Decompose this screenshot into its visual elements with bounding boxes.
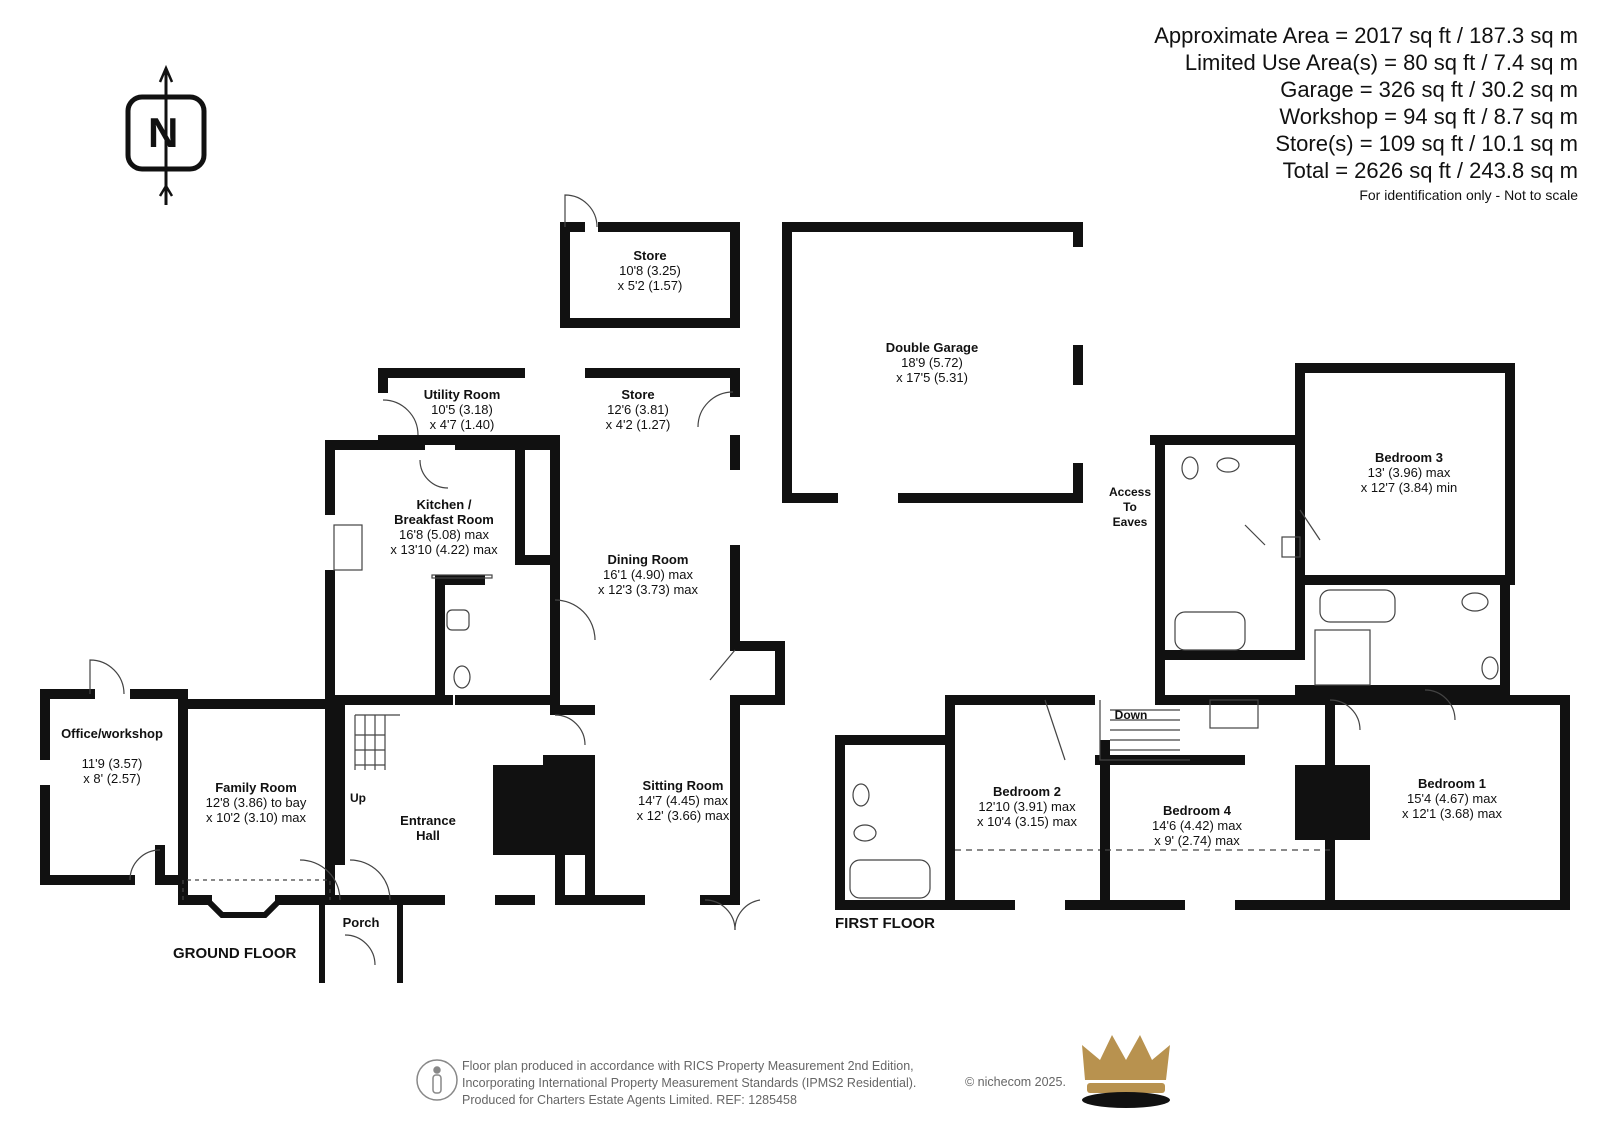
- room-name: Kitchen /: [416, 497, 472, 512]
- total-area: Total = 2626 sq ft / 243.8 sq m: [1282, 158, 1578, 183]
- first-north: [945, 695, 1570, 910]
- room-name: Double Garage: [885, 340, 979, 355]
- store-area: Store(s) = 109 sq ft / 10.1 sq m: [1275, 131, 1578, 156]
- room-dim: x 12' (3.66) max: [636, 808, 730, 823]
- room-dim: 18'9 (5.72): [901, 355, 963, 370]
- room-dim: x 10'4 (3.15) max: [976, 814, 1078, 829]
- room-dim: 16'8 (5.08) max: [399, 527, 489, 542]
- limited-use-area: Limited Use Area(s) = 80 sq ft / 7.4 sq …: [1184, 50, 1578, 75]
- room-dim: 10'8 (3.25): [619, 263, 681, 278]
- room-dim: x 8' (2.57): [83, 771, 141, 786]
- info-person-icon: [416, 1059, 458, 1101]
- room-name: Bedroom 2: [993, 784, 1061, 799]
- room-sitting: Sitting Room 14'7 (4.45) max x 12' (3.66…: [637, 778, 730, 823]
- room-dim: 15'4 (4.67) max: [1407, 791, 1497, 806]
- bath-walls: [1150, 435, 1305, 660]
- room-dim: x 12'3 (3.73) max: [597, 582, 699, 597]
- room-double-garage: Double Garage 18'9 (5.72) x 17'5 (5.31): [886, 340, 978, 385]
- room-name: Store: [633, 248, 667, 263]
- footer-line: Floor plan produced in accordance with R…: [462, 1059, 914, 1073]
- room-dim: x 9' (2.74) max: [1154, 833, 1240, 848]
- garage-area: Garage = 326 sq ft / 30.2 sq m: [1280, 77, 1578, 102]
- room-dim: 16'1 (4.90) max: [603, 567, 693, 582]
- eaves-line: To: [1123, 500, 1137, 514]
- kitchen-east: [515, 445, 595, 715]
- stairs-up-label: Up: [350, 791, 366, 805]
- footer-line: Incorporating International Property Mea…: [462, 1076, 917, 1090]
- room-utility: Utility Room 10'5 (3.18) x 4'7 (1.40): [424, 387, 501, 432]
- room-dim: 14'7 (4.45) max: [638, 793, 728, 808]
- room-dim: x 13'10 (4.22) max: [390, 542, 498, 557]
- room-dim: 12'8 (3.86) to bay: [205, 795, 307, 810]
- room-dim: x 12'1 (3.68) max: [1401, 806, 1503, 821]
- firstbath-walls: [835, 695, 955, 910]
- room-name: Hall: [416, 828, 440, 843]
- store-top-walls: [560, 222, 740, 328]
- room-name: Bedroom 4: [1163, 803, 1231, 818]
- room-name: Family Room: [215, 780, 297, 795]
- stairs-down-label: Down: [1114, 708, 1148, 722]
- area-summary: Approximate Area = 2017 sq ft / 187.3 sq…: [1154, 22, 1578, 206]
- copyright: © nichecom 2025.: [965, 1075, 1066, 1089]
- room-name: Bedroom 3: [1375, 450, 1443, 465]
- ground-floor-title: GROUND FLOOR: [173, 945, 297, 962]
- first-floor-title: FIRST FLOOR: [835, 915, 935, 932]
- room-name: Utility Room: [423, 387, 501, 402]
- ensuite-walls: [1295, 575, 1510, 695]
- room-dim: 14'6 (4.42) max: [1152, 818, 1242, 833]
- workshop-area: Workshop = 94 sq ft / 8.7 sq m: [1279, 104, 1578, 129]
- room-dim: 11'9 (3.57): [81, 756, 143, 771]
- room-name: Porch: [342, 915, 380, 930]
- room-entrance-hall: Entrance Hall: [400, 813, 456, 843]
- room-dim: 12'6 (3.81): [607, 402, 669, 417]
- room-bedroom-4: Bedroom 4 14'6 (4.42) max x 9' (2.74) ma…: [1152, 803, 1242, 848]
- room-name: Breakfast Room: [394, 512, 494, 527]
- room-dim: x 17'5 (5.31): [896, 370, 968, 385]
- room-name: Bedroom 1: [1418, 776, 1486, 791]
- footer-text: Floor plan produced in accordance with R…: [462, 1058, 916, 1109]
- footer-line: Produced for Charters Estate Agents Limi…: [462, 1093, 797, 1107]
- room-porch: Porch: [343, 915, 380, 930]
- crown-logo: [1082, 1035, 1170, 1108]
- north-compass-icon: N: [148, 109, 179, 156]
- room-dim: x 5'2 (1.57): [617, 278, 683, 293]
- eaves-line: Access: [1108, 485, 1152, 499]
- room-dim: x 12'7 (3.84) min: [1360, 480, 1458, 495]
- room-name: Store: [621, 387, 655, 402]
- landing-north: [1155, 650, 1315, 705]
- access-to-eaves-label: Access To Eaves: [1109, 485, 1151, 530]
- room-bedroom-1: Bedroom 1 15'4 (4.67) max x 12'1 (3.68) …: [1402, 776, 1502, 821]
- room-dim: x 4'7 (1.40): [429, 417, 495, 432]
- room-bedroom-3: Bedroom 3 13' (3.96) max x 12'7 (3.84) m…: [1361, 450, 1457, 495]
- room-name: Entrance: [400, 813, 456, 828]
- approximate-area: Approximate Area = 2017 sq ft / 187.3 sq…: [1154, 23, 1578, 48]
- room-dining: Dining Room 16'1 (4.90) max x 12'3 (3.73…: [598, 552, 698, 597]
- garage-walls: [782, 222, 1083, 503]
- room-office: Office/workshop 11'9 (3.57) x 8' (2.57): [61, 726, 163, 786]
- room-store-mid: Store 12'6 (3.81) x 4'2 (1.27): [606, 387, 671, 432]
- room-dim: 13' (3.96) max: [1367, 465, 1451, 480]
- room-family: Family Room 12'8 (3.86) to bay x 10'2 (3…: [206, 780, 307, 825]
- wc-walls: [435, 575, 485, 705]
- room-name: Dining Room: [607, 552, 689, 567]
- room-dim: 10'5 (3.18): [431, 402, 493, 417]
- room-bedroom-2: Bedroom 2 12'10 (3.91) max x 10'4 (3.15)…: [977, 784, 1077, 829]
- ground-outer-east: [378, 368, 785, 905]
- room-kitchen: Kitchen / Breakfast Room 16'8 (5.08) max…: [390, 497, 497, 557]
- scale-note: For identification only - Not to scale: [1359, 187, 1578, 203]
- room-dim: x 4'2 (1.27): [605, 417, 671, 432]
- office-walls: [40, 689, 188, 885]
- room-name: Office/workshop: [61, 726, 163, 741]
- room-name: Sitting Room: [642, 778, 724, 793]
- room-dim: x 10'2 (3.10) max: [205, 810, 307, 825]
- room-store-top: Store 10'8 (3.25) x 5'2 (1.57): [618, 248, 683, 293]
- eaves-line: Eaves: [1112, 515, 1148, 529]
- room-dim: 12'10 (3.91) max: [978, 799, 1076, 814]
